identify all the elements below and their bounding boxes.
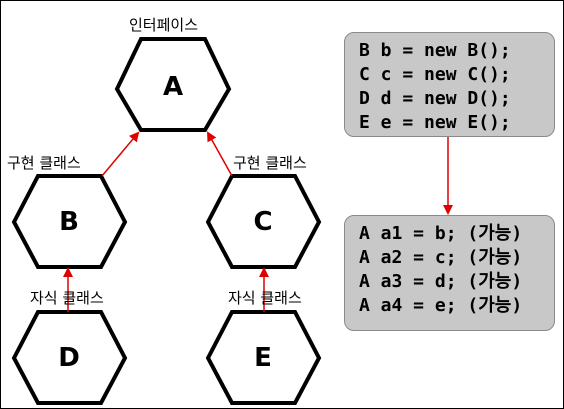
node-a-caption: 인터페이스 bbox=[129, 16, 199, 34]
code-line: D d = new D(); bbox=[359, 88, 511, 109]
code-line: C c = new C(); bbox=[359, 64, 511, 85]
node-c-letter: C bbox=[253, 207, 273, 237]
code-line: B b = new B(); bbox=[359, 40, 511, 61]
arrow-c-to-a bbox=[207, 131, 233, 177]
code-line: A a2 = c; (가능) bbox=[359, 247, 523, 268]
code-line: A a3 = d; (가능) bbox=[359, 271, 523, 292]
code-box-assignments: A a1 = b; (가능) A a2 = c; (가능) A a3 = d; … bbox=[344, 215, 555, 331]
code-line: A a1 = b; (가능) bbox=[359, 223, 523, 244]
hexagon-a bbox=[114, 37, 232, 132]
code-line: E e = new E(); bbox=[359, 112, 511, 133]
hexagon-b bbox=[11, 174, 128, 269]
code-box-declarations: B b = new B(); C c = new C(); D d = new … bbox=[344, 32, 555, 137]
node-b-letter: B bbox=[59, 207, 79, 237]
node-a-letter: A bbox=[162, 72, 184, 102]
node-c-caption: 구현 클래스 bbox=[233, 154, 307, 172]
hexagon-e bbox=[205, 310, 322, 405]
node-d-caption: 자식 클래스 bbox=[30, 289, 104, 307]
node-b-caption: 구현 클래스 bbox=[7, 154, 81, 172]
node-d-letter: D bbox=[58, 343, 80, 373]
arrow-b-to-a bbox=[101, 131, 140, 177]
node-e-caption: 자식 클래스 bbox=[228, 289, 302, 307]
code-line: A a4 = e; (가능) bbox=[359, 295, 523, 316]
node-e-letter: E bbox=[254, 343, 272, 373]
hexagon-d bbox=[11, 310, 128, 405]
